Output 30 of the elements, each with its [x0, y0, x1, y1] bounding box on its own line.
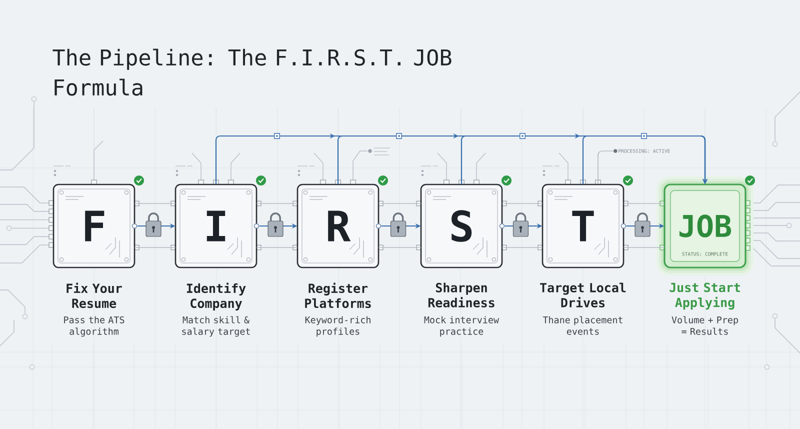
step-description: Thane placement events [542, 316, 622, 335]
leader-line [598, 150, 614, 185]
step-description: Pass the ATS algorithm [64, 316, 124, 337]
circuit-trace [378, 247, 422, 248]
step-title: Just Start Applying [670, 282, 740, 310]
step-description: Volume + Prep = Results [672, 316, 738, 335]
processor-chip: I [174, 184, 258, 268]
circuit-trace [623, 247, 665, 248]
circuit-trace [134, 247, 176, 248]
step-description: Keyword-rich profiles [305, 316, 370, 337]
circuit-trace [502, 247, 543, 248]
step-description: Mock interview practice [424, 316, 500, 337]
step-title: Sharpen Readiness [428, 282, 494, 308]
circuit-trace [623, 203, 665, 204]
processor-chip: F [52, 184, 136, 268]
circuit-trace [256, 247, 298, 248]
circuit-trace [134, 203, 176, 204]
title: The Pipeline: The F.I.R.S.T. JOB Formula [52, 48, 452, 96]
step-title: Target Local Drives [540, 282, 626, 308]
step-title: Identify Company [186, 282, 246, 310]
processor-chip: R [296, 184, 380, 268]
processor-chip: S [420, 184, 503, 268]
step-title: Register Platforms [305, 282, 371, 308]
step-description: Match skill & salary target [182, 316, 250, 337]
circuit-trace [378, 203, 422, 204]
arrow [582, 135, 708, 184]
circuit-trace [502, 203, 543, 204]
step-title: Fix Your Resume [66, 282, 122, 308]
processor-chip: T [542, 184, 624, 268]
circuit-trace [256, 203, 298, 204]
